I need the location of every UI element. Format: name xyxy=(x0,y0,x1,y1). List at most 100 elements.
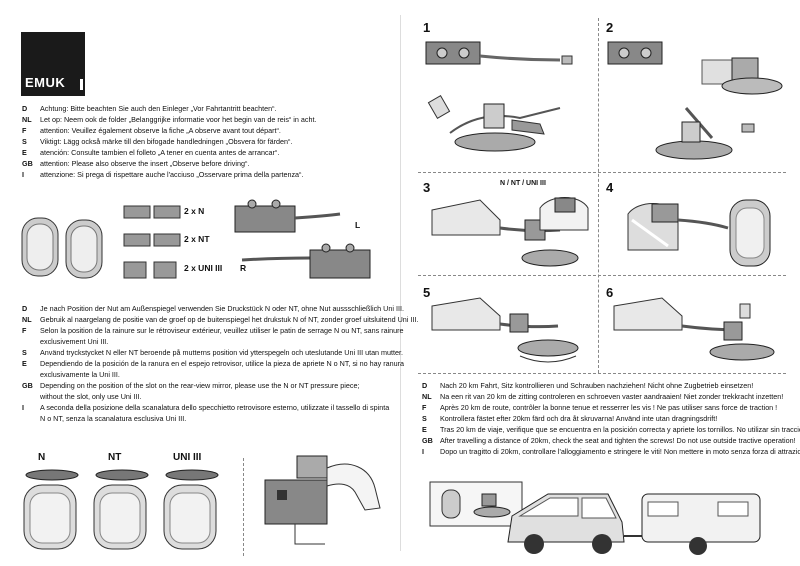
mirror-type-n: N xyxy=(38,452,45,463)
part-label-nt: 2 x NT xyxy=(184,234,210,244)
part-label-n: 2 x N xyxy=(184,206,204,216)
column-divider xyxy=(598,18,599,373)
lang-code: S xyxy=(22,347,40,358)
lang-code: E xyxy=(22,147,40,158)
instruction-text: attenzione: Si prega di rispettare auche… xyxy=(40,169,303,180)
instruction-text: After travelling a distance of 20km, che… xyxy=(440,435,796,446)
step-number-1: 1 xyxy=(423,20,430,35)
instruction-text: exclusivement Uni III. xyxy=(22,336,418,347)
instruction-text: N o NT, senza la scanalatura esclusiva U… xyxy=(22,413,418,424)
step-3-part-label: N / NT / UNI III xyxy=(500,180,546,187)
lang-code: F xyxy=(22,125,40,136)
instruction-text: Na een rit van 20 km de zitting controle… xyxy=(440,391,783,402)
car xyxy=(508,494,624,554)
brand-logo: EMUK xyxy=(21,32,85,96)
lang-code: F xyxy=(22,325,40,336)
logo-mark xyxy=(80,79,83,90)
mirror-type-uni: UNI III xyxy=(173,452,201,463)
clamp-label-right: R xyxy=(240,263,246,273)
mirror-type-nt: NT xyxy=(108,452,121,463)
instruction-text: Viktigt: Lägg också märke till den bifog… xyxy=(40,136,292,147)
lang-code: F xyxy=(422,402,440,413)
instruction-text: Dependiendo de la posición de la ranura … xyxy=(40,358,404,369)
lang-code: GB xyxy=(22,158,40,169)
lang-code: I xyxy=(422,446,440,457)
instruction-text: Depending on the position of the slot on… xyxy=(40,380,359,391)
clamp-label-left: L xyxy=(355,220,360,230)
lang-code: I xyxy=(22,402,40,413)
instruction-text: Tras 20 km de viaje, verifique que se en… xyxy=(440,424,800,435)
instruction-text: Je nach Position der Nut am Außenspiegel… xyxy=(40,303,404,314)
instruction-text: exclusivamente la Uni III. xyxy=(22,369,418,380)
lang-code: E xyxy=(422,424,440,435)
mirror-types-illustration xyxy=(18,465,243,555)
lang-code: D xyxy=(22,303,40,314)
lang-code: E xyxy=(22,358,40,369)
mirror-nt xyxy=(94,470,148,549)
hand-clamp-illustration xyxy=(255,448,385,558)
instruction-text: Let op: Neem ook de folder „Belanggrijke… xyxy=(40,114,316,125)
mirror-uni xyxy=(164,470,218,549)
instruction-text: Dopo un tragitto di 20km, controllare l'… xyxy=(440,446,800,457)
clamp-left xyxy=(235,200,340,232)
section-divider xyxy=(243,458,244,556)
caravan xyxy=(642,494,760,555)
clamp-right xyxy=(242,244,370,278)
page-fold xyxy=(400,15,401,551)
car-caravan-illustration xyxy=(428,478,768,558)
row-divider xyxy=(418,373,786,374)
part-label-uni: 2 x UNI III xyxy=(184,263,222,273)
step-2-illustration xyxy=(602,38,787,166)
instruction-text: Kontrollera fästet efter 20km färd och d… xyxy=(440,413,717,424)
lang-code: D xyxy=(422,380,440,391)
pressure-piece-uni xyxy=(124,262,176,278)
step-number-2: 2 xyxy=(606,20,613,35)
instruction-text: Achtung: Bitte beachten Sie auch den Ein… xyxy=(40,103,277,114)
mirror-pad-right xyxy=(66,220,102,278)
instruction-text: atención: Consulte tambien el folleto „A… xyxy=(40,147,279,158)
step-4-illustration xyxy=(618,190,788,272)
lang-code: D xyxy=(22,103,40,114)
instruction-text: A seconda della posizione della scanalat… xyxy=(40,402,389,413)
step-6-illustration xyxy=(612,296,787,370)
lang-code: S xyxy=(22,136,40,147)
parts-illustration xyxy=(20,198,390,293)
lang-code: NL xyxy=(22,314,40,325)
logo-text: EMUK xyxy=(25,75,65,90)
check-instructions: DNach 20 km Fahrt, Sitz kontrollieren un… xyxy=(422,380,800,457)
instruction-text: Gebruik al naargelang de positie van de … xyxy=(40,314,418,325)
mirror-inset xyxy=(430,482,522,526)
instruction-text: without the slot, only use Uni III. xyxy=(22,391,418,402)
pressure-piece-nt xyxy=(124,234,180,246)
step-5-illustration xyxy=(430,296,595,370)
lang-code: GB xyxy=(22,380,40,391)
pressure-piece-n xyxy=(124,206,180,218)
instruction-text: Selon la position de la rainure sur le r… xyxy=(40,325,404,336)
lang-code: NL xyxy=(22,114,40,125)
lang-code: NL xyxy=(422,391,440,402)
step-1-illustration xyxy=(420,38,595,166)
lang-code: GB xyxy=(422,435,440,446)
row-divider xyxy=(418,172,786,173)
lang-code: S xyxy=(422,413,440,424)
instruction-text: attention: Veuillez également observe la… xyxy=(40,125,281,136)
